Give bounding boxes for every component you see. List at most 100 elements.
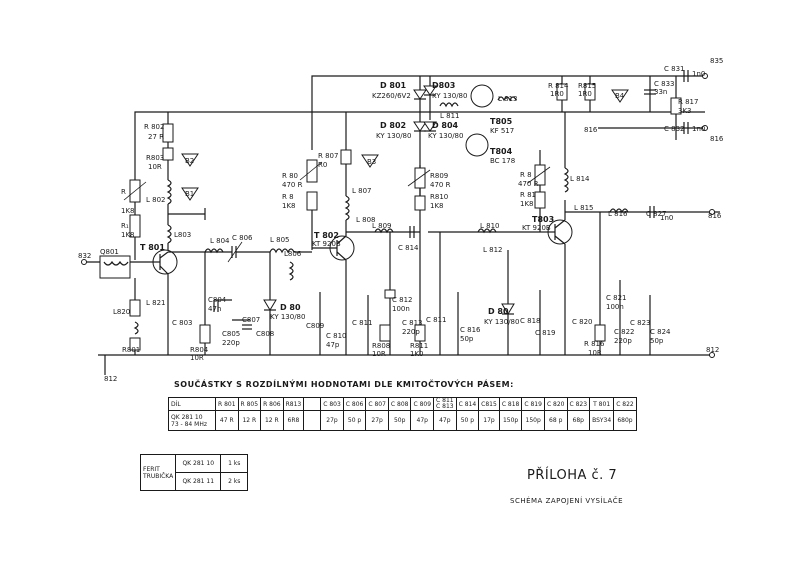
t805-transistor-icon	[470, 84, 494, 108]
label-l804: L 804	[210, 237, 230, 245]
label-c810: C 810	[326, 332, 346, 340]
component-labels: R 802 27 R R803 10R B2 B1 L 802 R 1K8 R₁…	[78, 57, 724, 383]
table-cell: 150p	[521, 410, 545, 431]
table-cell: C 818	[498, 397, 523, 411]
label-t804: T804	[490, 147, 513, 156]
label-c816: C 816	[460, 326, 481, 334]
b3-triangle-icon	[361, 154, 379, 168]
table-cell: C815	[478, 397, 500, 411]
label-r815-value: 1R0	[578, 90, 592, 98]
label-c820: C 820	[572, 318, 592, 326]
table-cell: DÍL	[168, 397, 216, 411]
label-c821-value: 100n	[606, 303, 624, 311]
table-cell: BSY34	[589, 410, 615, 431]
table-cell: 50 p	[342, 410, 367, 431]
label-c833-value: 33n	[654, 88, 667, 96]
label-c832-value: 1n0	[692, 125, 705, 133]
label-d803-value: KY 130/80	[432, 92, 467, 100]
label-c821: C 821	[606, 294, 626, 302]
label-812-left: 812	[104, 375, 117, 383]
label-l802: L 802	[146, 196, 166, 204]
label-c822-value: 220p	[614, 337, 632, 345]
label-l803: L803	[174, 231, 191, 239]
table-cell: 47 R	[215, 410, 239, 431]
table-cell: QK 281 10	[175, 454, 222, 473]
label-d801-value: KZ260/6V2	[372, 92, 411, 100]
label-r815: R815	[578, 82, 596, 90]
label-r802-value: 27 R	[148, 133, 164, 141]
label-t802-value: KT 920B	[312, 240, 341, 248]
table-cell: C 814	[455, 397, 480, 411]
b1-triangle-icon	[181, 187, 199, 201]
label-r814: R 814	[548, 82, 569, 90]
label-r808-value: 10R	[372, 350, 386, 358]
table-cell: R 805	[237, 397, 262, 411]
table-cell: 27p	[365, 410, 389, 431]
label-d801: D 801	[380, 81, 407, 90]
label-l810: L 810	[480, 222, 500, 230]
label-l805: L 805	[270, 236, 290, 244]
label-l812: L 812	[483, 246, 503, 254]
table-cell: 150p	[498, 410, 523, 431]
label-l816: L 816	[608, 210, 628, 218]
parts-table: DÍL R 801 R 805 R 806 R813 C 803 C 806 C…	[168, 397, 637, 431]
table-cell: 68p	[566, 410, 591, 431]
label-c812-value: 100n	[392, 305, 410, 313]
table-cell: 47p	[433, 410, 457, 431]
label-r802: R 802	[144, 123, 164, 131]
label-r816-value: 10R	[588, 349, 602, 357]
label-835: 835	[710, 57, 723, 65]
label-l815: L 815	[574, 204, 594, 212]
label-c832: C 832	[664, 125, 684, 133]
label-l820: L820	[113, 308, 130, 316]
table-cell: C 811 C 813	[433, 397, 457, 411]
label-r817-value: 3K3	[678, 107, 692, 115]
label-c811-b: C 811	[426, 316, 446, 324]
label-d803: D803	[432, 81, 455, 90]
table-cell: C 809	[410, 397, 435, 411]
label-t803-value: KT 920B	[522, 224, 551, 232]
stage-3	[477, 112, 720, 358]
t804-transistor-icon	[465, 133, 489, 157]
label-c827-value: 1n0	[660, 214, 673, 222]
parts-table-row: QK 281 10 73 - 84 MHz 47 R 12 R 12 R 6R8…	[168, 410, 637, 431]
label-r-value: 1K8	[121, 207, 135, 215]
label-c805-value: 220p	[222, 339, 240, 347]
label-r80-value: 470 R	[282, 181, 303, 189]
label-t805-value: KF 517	[490, 127, 514, 135]
label-816-right: 816	[710, 135, 724, 143]
label-l811: L 811	[440, 112, 460, 120]
label-c811-a: C 811	[352, 319, 372, 327]
table-cell: QK 281 10 73 - 84 MHz	[168, 410, 216, 431]
label-c833: C 833	[654, 80, 674, 88]
label-r804: R804	[190, 346, 209, 354]
filter-1	[168, 241, 312, 355]
label-r804-value: 10R	[190, 354, 204, 362]
label-r1-value: 1K8	[121, 231, 135, 239]
table-cell: 12 R	[237, 410, 262, 431]
label-r814-value: 1R0	[550, 90, 564, 98]
label-q801: Q801	[100, 248, 119, 256]
table-cell: C 803	[320, 397, 344, 411]
label-c806: C 806	[232, 234, 253, 242]
label-r1: R₁	[121, 222, 129, 230]
table-cell: C 820	[543, 397, 568, 411]
table-cell: 680p	[613, 410, 637, 431]
table-cell: C 819	[521, 397, 545, 411]
label-d80-a: D 80	[280, 303, 301, 312]
label-r0: R0	[318, 161, 327, 169]
table-cell	[303, 397, 322, 411]
appendix-title: PŘÍLOHA č. 7	[527, 468, 618, 483]
table-cell: 17p	[478, 410, 500, 431]
label-816-out: 816	[708, 212, 722, 220]
label-812-right: 812	[706, 346, 719, 354]
table-cell: T 801	[589, 397, 615, 411]
table-cell: 47p	[410, 410, 435, 431]
label-c822: C 822	[614, 328, 634, 336]
table-cell: C 823	[566, 397, 591, 411]
label-c813: C 813	[402, 319, 422, 327]
label-r808: R808	[372, 342, 390, 350]
ferrite-label: FERIT TRUBIČKA	[139, 454, 177, 491]
label-r8-c-value: 470 R	[518, 180, 539, 188]
